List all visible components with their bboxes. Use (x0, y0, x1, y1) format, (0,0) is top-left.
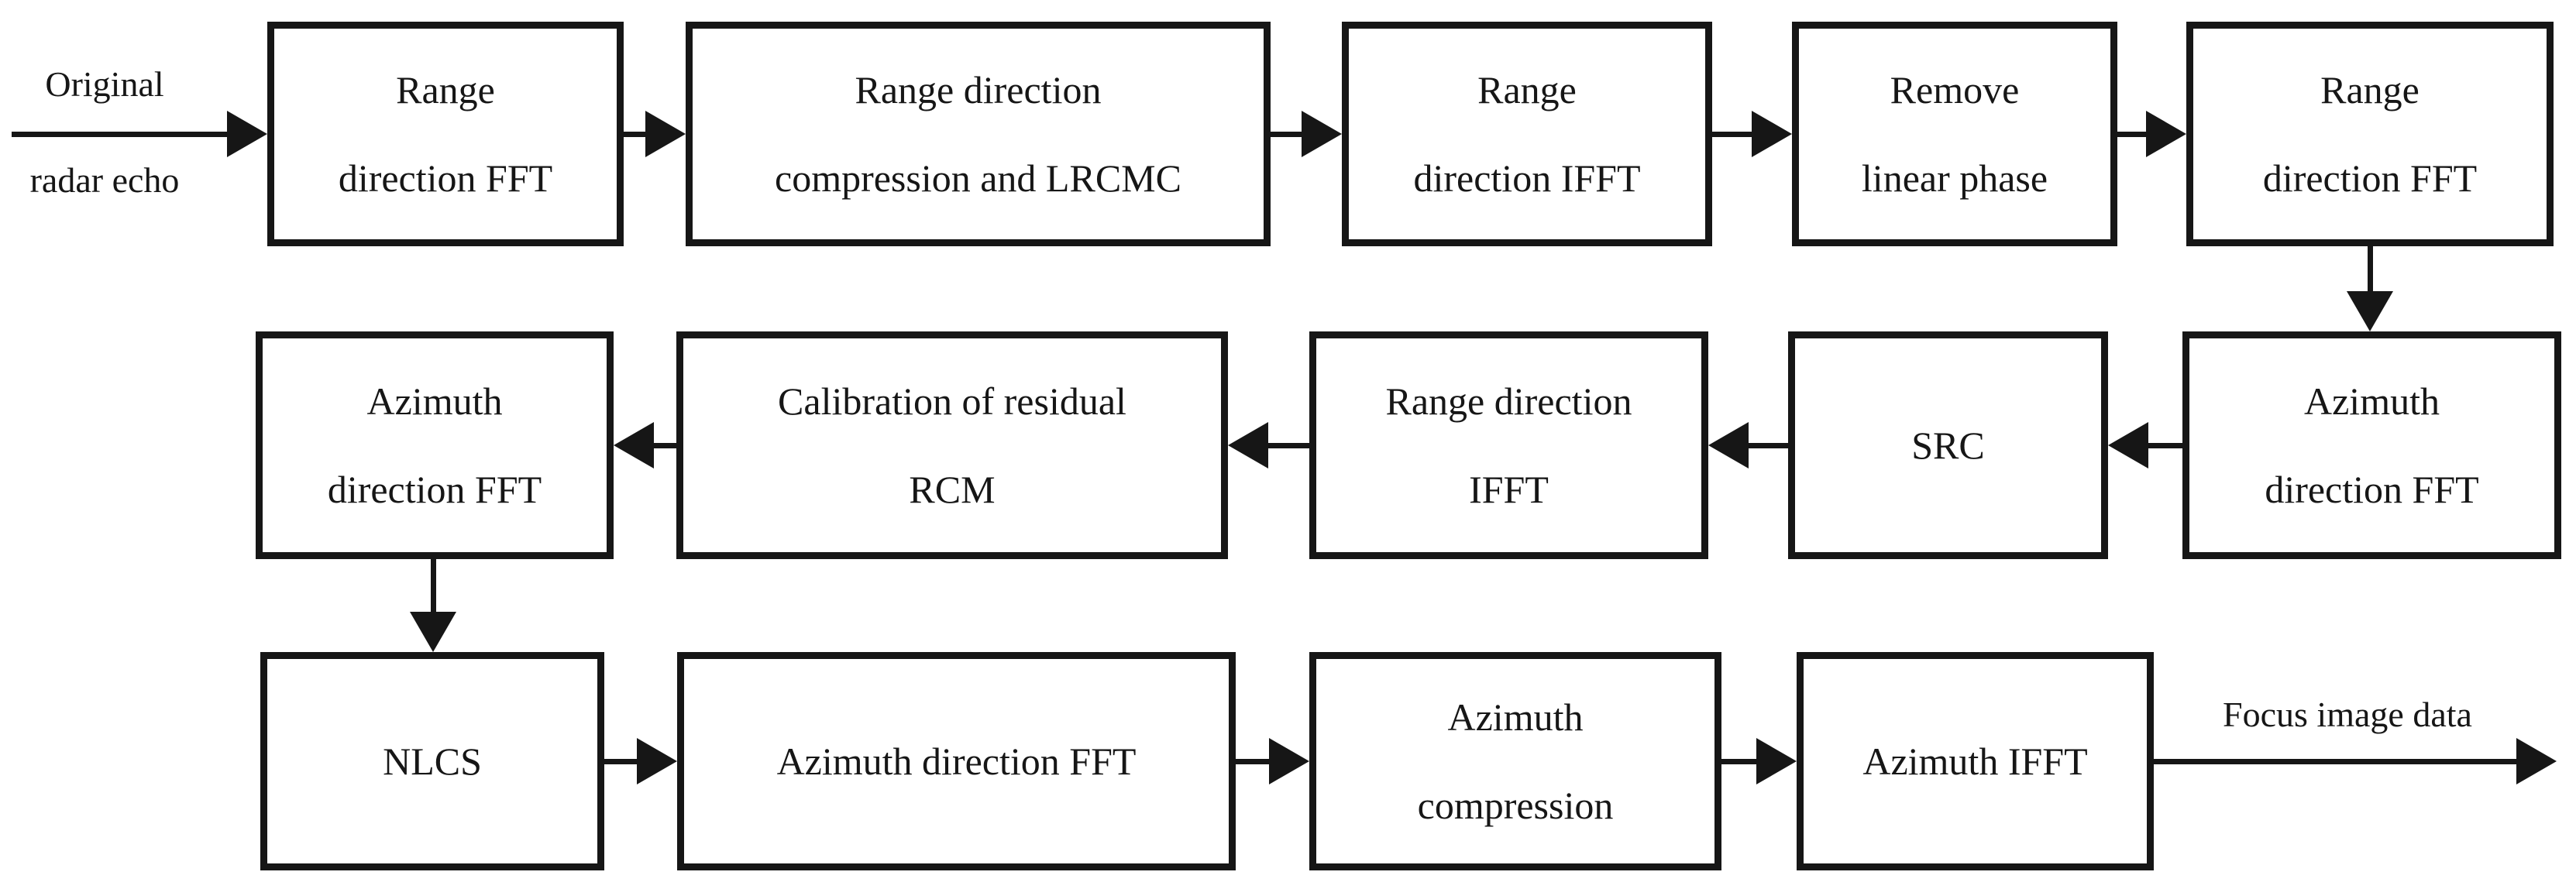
arrow-head (1302, 111, 1342, 157)
box-label-line: linear phase (1861, 156, 2048, 200)
box-calibration-residual-rcm: Calibration of residual RCM (676, 331, 1228, 559)
arrow-output (2154, 738, 2557, 784)
input-label-line2: radar echo (29, 160, 180, 200)
input-label-line1: Original (45, 64, 164, 104)
arrow-r2-b10-b9 (2108, 422, 2182, 469)
arrow-r3-b11-b12 (604, 738, 677, 784)
box-azimuth-direction-fft-3: Azimuth direction FFT (677, 652, 1236, 870)
arrow-shaft (1271, 132, 1306, 137)
box-remove-linear-phase: Remove linear phase (1792, 22, 2117, 246)
arrow-head (1228, 422, 1268, 469)
arrow-shaft (1744, 443, 1788, 448)
arrow-r3-b12-b13 (1236, 738, 1309, 784)
arrow-head (2347, 291, 2393, 331)
box-label-line: direction FFT (2265, 468, 2479, 511)
arrow-r3-b13-b14 (1721, 738, 1797, 784)
arrow-shaft (1264, 443, 1309, 448)
arrow-head (637, 738, 677, 784)
box-label-line: NLCS (383, 740, 482, 783)
arrow-shaft (2144, 443, 2182, 448)
arrow-r2-b9-b8 (1708, 422, 1788, 469)
arrow-r2-b7-b6 (614, 422, 676, 469)
arrow-shaft (2154, 759, 2521, 764)
box-label-line: Azimuth IFFT (1862, 740, 2088, 783)
arrow-shaft (2368, 246, 2373, 296)
box-label-line: Range direction (1385, 379, 1632, 423)
box-label-line: compression and LRCMC (775, 156, 1181, 200)
arrow-shaft (2117, 132, 2151, 137)
arrow-r1-b3-b4 (1712, 111, 1792, 157)
arrow-head (227, 111, 267, 157)
arrow-head (2516, 738, 2557, 784)
arrow-shaft (12, 132, 232, 137)
arrow-shaft (1712, 132, 1756, 137)
arrow-shaft (624, 132, 650, 137)
box-label-line: RCM (909, 468, 996, 511)
arrow-down-b5-b10 (2347, 246, 2393, 331)
box-label-line: Azimuth (366, 379, 503, 423)
arrow-shaft (1721, 759, 1761, 764)
box-range-direction-ifft-2: Range direction IFFT (1309, 331, 1708, 559)
box-label-line: compression (1417, 784, 1614, 827)
arrow-head (1708, 422, 1749, 469)
arrow-input (12, 111, 267, 157)
arrow-shaft (1236, 759, 1274, 764)
arrow-head (410, 612, 456, 652)
box-src: SRC (1788, 331, 2108, 559)
arrow-down-b6-b11 (410, 559, 456, 652)
output-label: Focus image data (2223, 695, 2472, 734)
arrow-shaft (431, 559, 436, 616)
box-label-line: Range direction (855, 68, 1102, 112)
box-range-compression-lrcmc: Range direction compression and LRCMC (686, 22, 1271, 246)
box-nlcs: NLCS (260, 652, 604, 870)
box-label-line: Range (2320, 68, 2420, 112)
arrow-head (1269, 738, 1309, 784)
arrow-head (2146, 111, 2186, 157)
arrow-r1-b4-b5 (2117, 111, 2186, 157)
arrow-r1-b1-b2 (624, 111, 686, 157)
box-range-direction-fft-1: Range direction FFT (267, 22, 624, 246)
arrow-shaft (604, 759, 641, 764)
box-range-direction-fft-2: Range direction FFT (2186, 22, 2554, 246)
box-label-line: Azimuth (2304, 379, 2440, 423)
box-label-line: Azimuth direction FFT (776, 740, 1137, 783)
box-label-line: direction FFT (2262, 156, 2478, 200)
box-label-line: direction IFFT (1413, 156, 1641, 200)
arrow-head (1752, 111, 1792, 157)
box-label-line: Remove (1890, 68, 2020, 112)
box-label-line: SRC (1911, 424, 1985, 467)
arrow-head (2108, 422, 2148, 469)
box-azimuth-direction-fft-1: Azimuth direction FFT (256, 331, 614, 559)
arrow-head (1756, 738, 1797, 784)
box-azimuth-compression: Azimuth compression (1309, 652, 1721, 870)
arrow-shaft (649, 443, 676, 448)
box-range-direction-ifft-1: Range direction IFFT (1342, 22, 1712, 246)
arrow-r2-b8-b7 (1228, 422, 1309, 469)
box-azimuth-ifft: Azimuth IFFT (1797, 652, 2154, 870)
arrow-head (645, 111, 686, 157)
box-label-line: direction FFT (327, 468, 542, 511)
arrow-r1-b2-b3 (1271, 111, 1342, 157)
box-label-line: Calibration of residual (778, 379, 1126, 423)
box-label-line: Azimuth (1447, 695, 1584, 739)
box-label-line: IFFT (1469, 468, 1549, 511)
box-label-line: Range (396, 68, 495, 112)
box-azimuth-direction-fft-2: Azimuth direction FFT (2182, 331, 2561, 559)
arrow-head (614, 422, 654, 469)
box-label-line: direction FFT (338, 156, 553, 200)
box-label-line: Range (1477, 68, 1577, 112)
